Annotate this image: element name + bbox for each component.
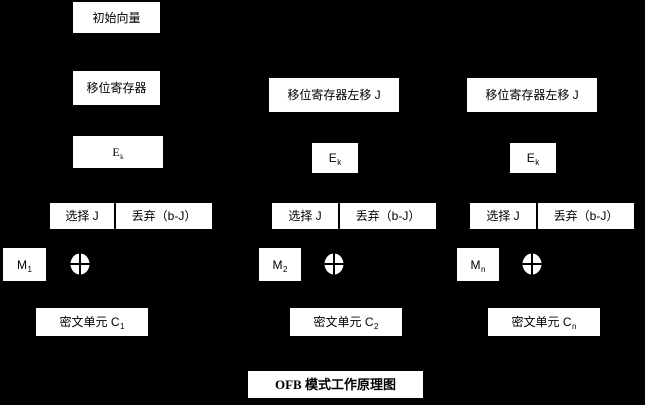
shift-register-label-3: 移位寄存器左移 J <box>485 88 579 102</box>
encrypt-box-3: Ek <box>510 143 556 173</box>
initial-vector-label: 初始向量 <box>92 10 141 25</box>
encrypt-box-2: Ek <box>312 143 358 173</box>
cipher-label-1: 密文单元 C1 <box>59 315 125 331</box>
shift-register-label-2: 移位寄存器左移 J <box>287 88 381 102</box>
diagram-title-box: OFB 模式工作原理图 <box>248 371 423 398</box>
page-title: OFB 模式工作原理图 <box>275 377 396 392</box>
message-label-1: M1 <box>17 257 32 274</box>
shift-register-box-2: 移位寄存器左移 J <box>269 78 399 112</box>
discard-label-2: 丢弃（b-J） <box>355 209 421 223</box>
cipher-label-2: 密文单元 C2 <box>313 315 379 331</box>
encrypt-label-1: Ek <box>112 145 124 161</box>
select-label-1: 选择 J <box>65 209 99 223</box>
message-label-2: M2 <box>272 257 288 274</box>
message-box-3: Mn <box>457 248 499 281</box>
message-box-2: M2 <box>259 248 301 281</box>
select-label-3: 选择 J <box>486 209 520 223</box>
discard-box-2: 丢弃（b-J） <box>340 203 436 229</box>
shift-register-label-1: 移位寄存器 <box>86 81 147 95</box>
xor-gate-1 <box>70 253 90 275</box>
shift-register-box-1: 移位寄存器 <box>73 71 160 105</box>
cipher-box-3: 密文单元 Cn <box>488 308 600 336</box>
select-box-2: 选择 J <box>272 203 338 229</box>
discard-label-3: 丢弃（b-J） <box>553 209 619 223</box>
select-box-1: 选择 J <box>50 203 114 229</box>
encrypt-label-3: Ek <box>526 151 540 167</box>
message-box-1: M1 <box>3 248 46 281</box>
xor-gate-3 <box>522 253 542 275</box>
encrypt-label-2: Ek <box>328 151 342 167</box>
discard-box-1: 丢弃（b-J） <box>116 203 212 229</box>
cipher-label-3: 密文单元 Cn <box>511 315 577 331</box>
initial-vector-box: 初始向量 <box>73 2 160 33</box>
message-label-3: Mn <box>470 257 486 274</box>
select-label-2: 选择 J <box>288 209 322 223</box>
discard-label-1: 丢弃（b-J） <box>131 209 197 223</box>
discard-box-3: 丢弃（b-J） <box>538 203 634 229</box>
encrypt-box-1: Ek <box>73 136 163 168</box>
cipher-box-2: 密文单元 C2 <box>290 308 402 336</box>
select-box-3: 选择 J <box>470 203 536 229</box>
xor-gate-2 <box>324 253 344 275</box>
cipher-box-1: 密文单元 C1 <box>36 308 148 336</box>
shift-register-box-3: 移位寄存器左移 J <box>467 78 597 112</box>
